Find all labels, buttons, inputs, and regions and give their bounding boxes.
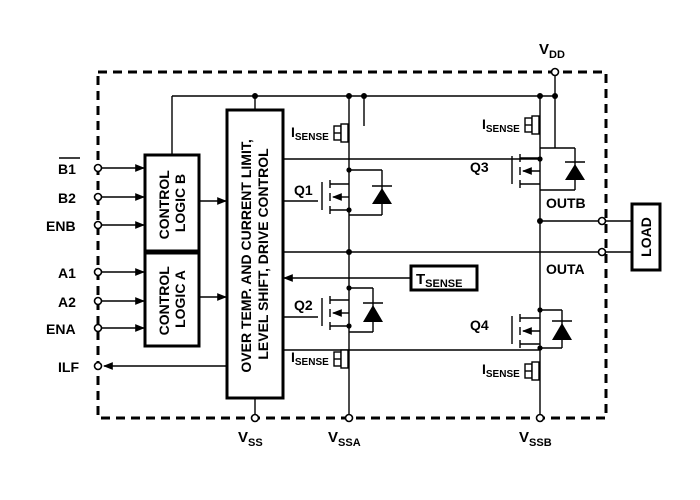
- control-logic-a-block: [143, 251, 201, 348]
- label-a2: A2: [58, 294, 76, 310]
- label-isense-b-top: ISENSE: [482, 116, 520, 135]
- label-q1: Q1: [294, 182, 313, 198]
- label-vssa: VSSA: [328, 429, 361, 449]
- pin-b2-terminal: [93, 192, 103, 202]
- label-ilf: ILF: [58, 359, 79, 375]
- label-enb: ENB: [46, 218, 76, 234]
- label-isense-a-bottom: ISENSE: [291, 349, 329, 368]
- pin-ilf-terminal: [93, 361, 103, 371]
- input-pin-labels: B1 B2 ENB A1 A2 ENA ILF: [46, 157, 80, 375]
- label-outb: OUTB: [546, 195, 586, 211]
- load-block: [630, 202, 662, 272]
- load-label: LOAD: [638, 217, 654, 257]
- label-q3: Q3: [470, 159, 489, 175]
- label-q4: Q4: [470, 317, 489, 333]
- label-q2: Q2: [294, 297, 313, 313]
- pin-ena-terminal: [93, 323, 103, 333]
- label-ena: ENA: [46, 321, 76, 337]
- label-vss: VSS: [238, 429, 263, 449]
- pin-b1-terminal: [93, 163, 103, 173]
- label-isense-a-top: ISENSE: [291, 124, 329, 143]
- label-b2: B2: [58, 190, 76, 206]
- label-a1: A1: [58, 265, 76, 281]
- bottom-supply-pins: [250, 398, 545, 423]
- label-isense-b-bottom: ISENSE: [482, 361, 520, 380]
- label-outa: OUTA: [546, 261, 585, 277]
- half-bridge-a: [283, 96, 602, 418]
- pin-a1-terminal: [93, 267, 103, 277]
- driver-control-label: OVER TEMP. AND CURRENT LIMIT, LEVEL SHIF…: [238, 135, 271, 372]
- pin-enb-terminal: [93, 220, 103, 230]
- label-vssb: VSSB: [519, 429, 552, 449]
- tsense-block: [409, 264, 479, 292]
- input-pins: [93, 163, 226, 371]
- pin-a2-terminal: [93, 296, 103, 306]
- half-bridge-b: [511, 96, 602, 418]
- control-logic-b-label: CONTROL LOGIC B: [156, 167, 188, 240]
- output-terminals: [597, 216, 632, 257]
- control-logic-a-label: CONTROL LOGIC A: [156, 263, 188, 336]
- tsense-label: TSENSE: [416, 271, 462, 290]
- label-b1: B1: [58, 161, 76, 177]
- label-vdd: VDD: [539, 41, 565, 61]
- package-boundary: [96, 70, 608, 420]
